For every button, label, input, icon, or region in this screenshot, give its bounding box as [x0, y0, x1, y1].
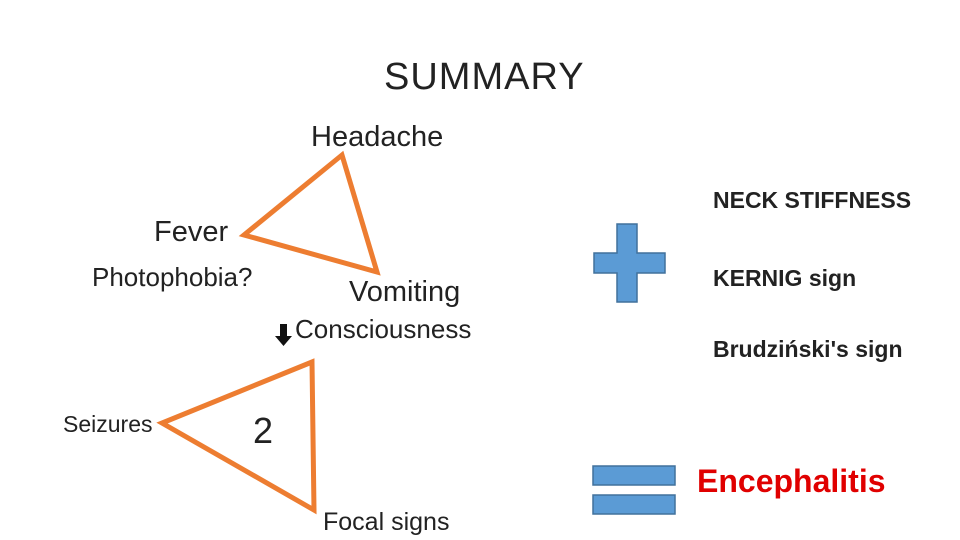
label-seizures: Seizures	[63, 411, 153, 437]
page-title: SUMMARY	[384, 56, 585, 98]
equals-icon	[592, 465, 676, 515]
label-vomiting: Vomiting	[349, 276, 461, 308]
sign-kernig: KERNIG sign	[713, 265, 857, 291]
symptom-triangle-1	[238, 150, 381, 276]
plus-icon	[593, 223, 666, 303]
label-consciousness: Consciousness	[295, 314, 472, 344]
label-two: 2	[253, 410, 274, 451]
label-fever: Fever	[154, 216, 229, 248]
label-photophobia: Photophobia?	[92, 262, 253, 292]
result-encephalitis: Encephalitis	[697, 463, 886, 499]
label-headache: Headache	[311, 121, 444, 153]
sign-brudzinski: Brudziński's sign	[713, 336, 903, 362]
label-focal-signs: Focal signs	[323, 508, 450, 536]
down-arrow-icon	[275, 324, 292, 346]
symptom-triangle-2	[156, 358, 317, 515]
sign-neck-stiffness: NECK STIFFNESS	[713, 187, 912, 213]
